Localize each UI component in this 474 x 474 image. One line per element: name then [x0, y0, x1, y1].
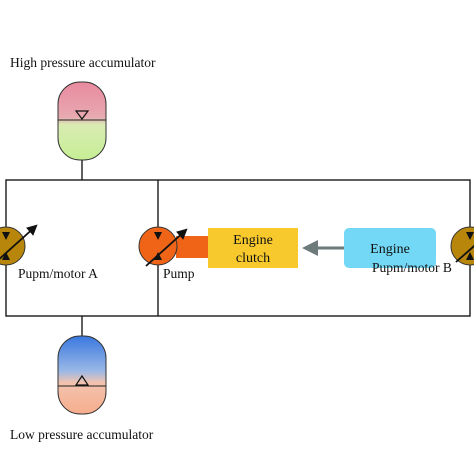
pump-motor-b-label: Pupm/motor B — [372, 260, 452, 275]
pump-motor-a — [0, 224, 38, 266]
engine-clutch-label-line2: clutch — [236, 251, 270, 266]
engine-clutch-label-line1: Engine — [233, 233, 273, 248]
triangle-up-icon — [74, 374, 90, 386]
engine-clutch-box: Engine clutch — [208, 228, 298, 268]
engine-label: Engine — [370, 242, 410, 257]
pump-motor-b — [450, 226, 474, 266]
diagonal-arrow-icon — [0, 224, 38, 260]
high-pressure-accumulator — [57, 81, 107, 161]
low-accumulator-label: Low pressure accumulator — [10, 427, 154, 442]
pump-shaft — [176, 236, 210, 258]
high-accumulator-label: High pressure accumulator — [10, 55, 156, 70]
diagonal-arrow-icon — [145, 228, 188, 267]
pump-label: Pump — [163, 266, 195, 281]
triangle-down-icon — [74, 110, 90, 120]
pump-motor-a-label: Pupm/motor A — [18, 266, 98, 281]
diagonal-arrow-icon — [455, 244, 474, 263]
low-pressure-accumulator — [57, 335, 107, 415]
pump — [138, 226, 210, 267]
engine-to-clutch-arrow — [302, 240, 344, 256]
engine-box: Engine — [344, 228, 436, 268]
